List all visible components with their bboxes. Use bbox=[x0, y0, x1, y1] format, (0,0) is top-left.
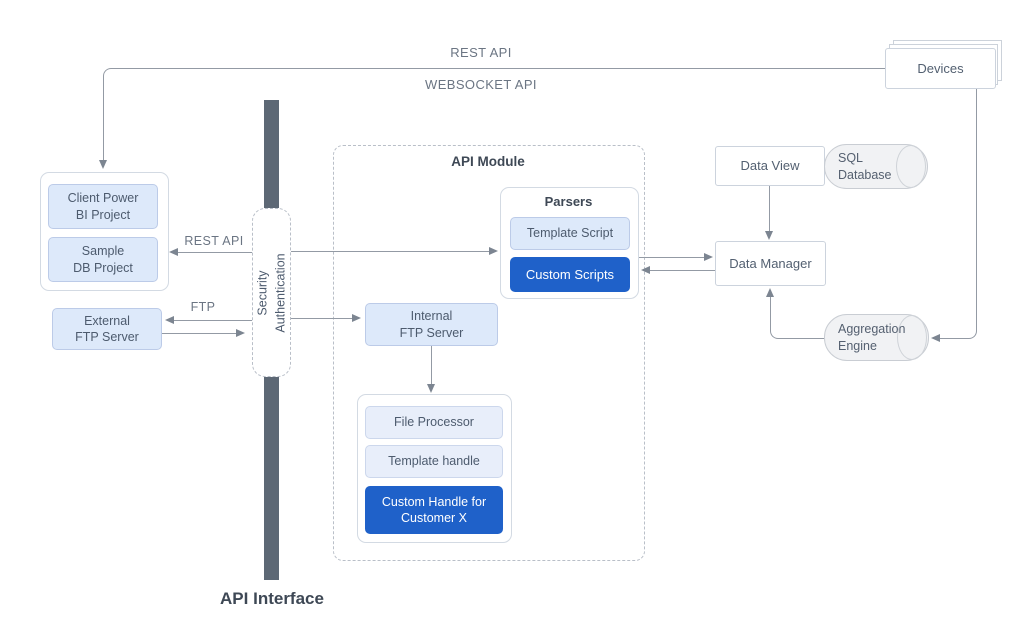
rest-api-top-label: REST API bbox=[450, 45, 512, 60]
node-devices: Devices bbox=[885, 48, 996, 89]
security-authentication-capsule bbox=[252, 208, 291, 377]
node-template-handle: Template handle bbox=[365, 445, 503, 478]
node-data-view: Data View bbox=[715, 146, 825, 186]
connector-internal-ftp-to-file-group bbox=[431, 344, 432, 385]
arrowhead-into-data-manager-bottom bbox=[766, 288, 774, 297]
connector-security-to-external-ftp bbox=[173, 320, 252, 321]
arrowhead-into-custom-scripts bbox=[641, 266, 650, 274]
node-sample-db-project: Sample DB Project bbox=[48, 237, 158, 282]
ftp-label: FTP bbox=[190, 300, 216, 314]
node-client-power-bi-project: Client Power BI Project bbox=[48, 184, 158, 229]
rest-api-client-label: REST API bbox=[184, 234, 244, 248]
node-external-ftp-server: External FTP Server bbox=[52, 308, 162, 350]
arrowhead-into-data-manager-left bbox=[704, 253, 713, 261]
parsers-title: Parsers bbox=[544, 194, 593, 209]
node-custom-scripts: Custom Scripts bbox=[510, 257, 630, 292]
connector-data-view-to-data-manager bbox=[769, 185, 770, 232]
node-custom-handle-customer-x: Custom Handle for Customer X bbox=[365, 486, 503, 534]
security-bar-top bbox=[264, 100, 279, 208]
connector-devices-to-client bbox=[103, 68, 886, 163]
connector-security-to-internal-ftp bbox=[291, 318, 353, 319]
aggregation-engine-label: Aggregation Engine bbox=[838, 321, 906, 353]
arrowhead-into-client-container bbox=[99, 160, 107, 169]
api-interface-label: API Interface bbox=[220, 589, 324, 608]
node-template-script: Template Script bbox=[510, 217, 630, 250]
connector-security-to-parsers bbox=[291, 251, 490, 252]
security-bar-bottom bbox=[264, 377, 279, 580]
websocket-api-label: WEBSOCKET API bbox=[425, 77, 537, 92]
node-sql-database-cylinder: SQL Database bbox=[824, 144, 928, 189]
arrowhead-into-parsers bbox=[489, 247, 498, 255]
arrowhead-into-file-group bbox=[427, 384, 435, 393]
connector-custom-scripts-to-data-manager bbox=[638, 257, 705, 258]
node-aggregation-engine-cylinder: Aggregation Engine bbox=[824, 314, 929, 361]
connector-external-ftp-to-security bbox=[161, 333, 237, 334]
node-file-processor: File Processor bbox=[365, 406, 503, 439]
arrowhead-into-aggregation-engine bbox=[931, 334, 940, 342]
arrowhead-into-security-left bbox=[236, 329, 245, 337]
api-module-container bbox=[333, 145, 645, 561]
arrowhead-into-internal-ftp bbox=[352, 314, 361, 322]
cylinder-cap bbox=[897, 315, 927, 360]
connector-security-to-client bbox=[177, 252, 252, 253]
node-internal-ftp-server: Internal FTP Server bbox=[365, 303, 498, 346]
node-data-manager: Data Manager bbox=[715, 241, 826, 286]
arrowhead-into-external-ftp bbox=[165, 316, 174, 324]
arrowhead-into-data-manager-top bbox=[765, 231, 773, 240]
arrowhead-into-client-right bbox=[169, 248, 178, 256]
connector-data-manager-to-custom-scripts bbox=[649, 270, 715, 271]
cylinder-cap bbox=[896, 145, 926, 188]
security-authentication-label: Security Authentication bbox=[255, 253, 288, 333]
connector-devices-to-aggregation bbox=[938, 87, 977, 339]
sql-database-label: SQL Database bbox=[838, 150, 892, 182]
api-module-title: API Module bbox=[451, 154, 525, 169]
connector-aggregation-to-data-manager bbox=[770, 297, 825, 339]
